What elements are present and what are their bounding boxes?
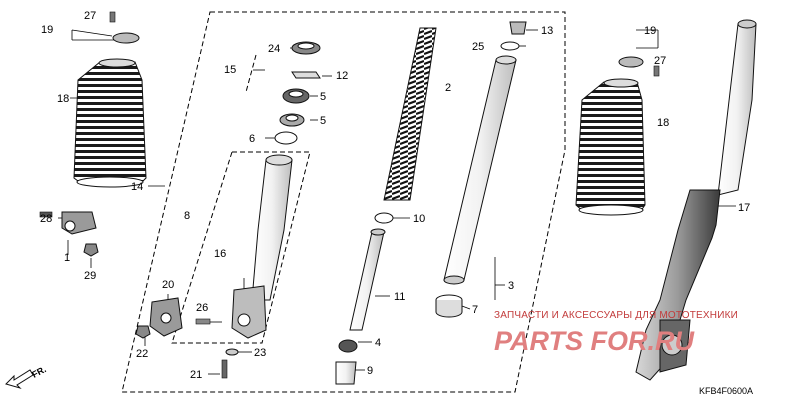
caliper-bracket [135,297,239,379]
callout-9: 9 [367,365,373,377]
damper-rod [349,228,386,331]
fork-spring [383,27,437,201]
fork-slider [231,154,293,339]
right-fork-boot [575,78,646,216]
lock-piece [335,361,357,385]
handle-holder [39,211,99,257]
callout-11: 11 [394,291,405,303]
leader-lines [58,29,736,375]
callout-19-right: 19 [644,25,656,37]
callout-23: 23 [254,347,266,359]
callout-16: 16 [214,248,226,260]
callout-7: 7 [472,304,478,316]
callout-18-left: 18 [57,93,69,105]
callout-3: 3 [508,280,514,292]
callout-10: 10 [413,213,425,225]
front-direction-arrow: FR. [5,364,48,390]
assembly-outline-14 [121,11,566,393]
callout-17: 17 [738,202,750,214]
callout-26: 26 [196,302,208,314]
callout-27-right: 27 [654,55,666,67]
left-boot-clamp [109,11,140,44]
diagram-code: KFB4F0600A [699,386,753,396]
callout-6: 6 [249,133,255,145]
callout-18-right: 18 [657,117,669,129]
left-fork-boot [73,58,147,188]
watermark-logo: PARTS FOR.RU [494,326,696,356]
spring-seat [374,212,394,224]
o-ring [500,41,520,51]
watermark-caption: ЗАПЧАСТИ И АКСЕССУАРЫ ДЛЯ МОТОТЕХНИКИ [494,310,738,321]
callout-12: 12 [336,70,348,82]
assembly-outline-15 [245,54,257,93]
inner-fork-tube [443,55,517,285]
callout-24: 24 [268,43,280,55]
callout-27-left: 27 [84,10,96,22]
callout-14: 14 [131,181,143,193]
callout-21: 21 [190,369,202,381]
piston-ring [338,339,358,353]
callout-labels: 27 19 18 14 28 1 29 15 24 12 5 5 6 8 16 … [40,10,750,381]
right-boot-clamp [618,56,660,77]
slider-bushing [435,294,463,318]
watermark: ЗАПЧАСТИ И АКСЕССУАРЫ ДЛЯ МОТОТЕХНИКИ PA… [494,310,738,356]
callout-8: 8 [184,210,190,222]
callout-15: 15 [224,64,236,76]
assembly-outline-8 [171,151,311,344]
callout-4: 4 [375,337,381,349]
fork-cap-bolt [509,21,527,35]
callout-5a: 5 [320,91,326,103]
callout-5b: 5 [320,115,326,127]
direction-label: FR. [30,364,47,380]
callout-1: 1 [64,252,70,264]
callout-28: 28 [40,213,52,225]
callout-29: 29 [84,270,96,282]
callout-2: 2 [445,82,451,94]
callout-19-left: 19 [41,24,53,36]
callout-20: 20 [162,279,174,291]
seal-stack [274,41,321,145]
callout-13: 13 [541,25,553,37]
callout-22: 22 [136,348,148,360]
callout-25: 25 [472,41,484,53]
right-complete-fork [635,19,757,381]
